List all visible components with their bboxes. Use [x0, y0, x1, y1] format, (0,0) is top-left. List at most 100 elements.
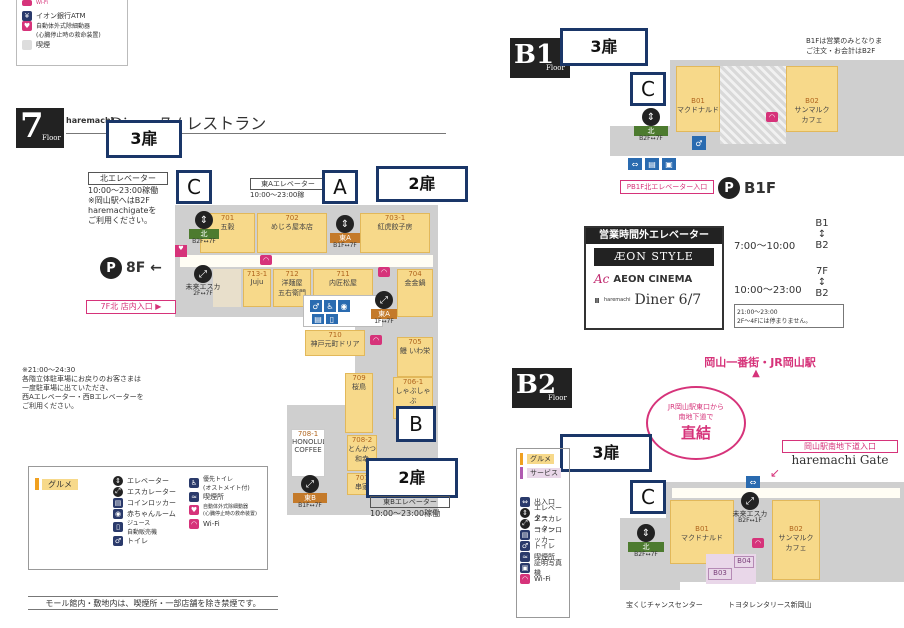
aed-icon: ♥	[22, 21, 32, 31]
service-swatch	[520, 467, 523, 479]
elevator-icon: ⇕	[113, 475, 123, 486]
wifi-icon: ◠	[520, 573, 530, 584]
top-legend: Wi-Fi ¥ イオン銀行ATM ♥ 自動体外式除細動器 (心臓停止時の救命装置…	[22, 0, 122, 62]
vending-icon: ▯	[326, 314, 338, 324]
vending-icon: ▯	[113, 522, 123, 532]
parking-icon: P	[100, 257, 122, 279]
legend-col1: ⇕エレベーター ⤢エスカレーター ▤コインロッカー ◉赤ちゃんルーム ▯ジュース…	[113, 475, 185, 546]
wifi-icon: ◠	[378, 267, 390, 277]
stair-area	[213, 269, 241, 307]
entrance-icon: ⇔	[520, 496, 530, 507]
night-note: ※21:00～24:30 各階立体駐車場にお戻りのお客さまは 一度駐車場に出てい…	[22, 366, 144, 411]
coin-locker-icon: ▤	[312, 314, 324, 324]
b1f-top-note: B1Fは営業のみとなりま ご注文・お会計はB2F	[806, 37, 883, 55]
service-block: ♂ ♿ ◉ ▤ ▯	[303, 295, 383, 327]
b2f-bottom-label-2: トヨタレンタリース新岡山	[728, 601, 812, 609]
legend-7f: グルメ ⇕エレベーター ⤢エスカレーター ▤コインロッカー ◉赤ちゃんルーム ▯…	[28, 466, 268, 570]
b2f-entrance-info: 岡山駅南地下道入口 haremachi Gate	[782, 440, 898, 476]
shop-704: 704 金金鍋	[397, 269, 433, 317]
wifi-icon: ◠	[752, 538, 764, 548]
b1f-entrance-label: PB1F北エレベーター入口	[620, 180, 714, 194]
east-a-elevator-marker: ⇕ 東A B1F↔7F	[330, 215, 360, 257]
legend-b2f: グルメ サービス ⇔出入口 ⇕エレベーター ⤢エスカレーター ▤コインロッカー …	[516, 448, 570, 618]
legend-coin-locker: ▤コインロッカー	[113, 497, 176, 508]
toilet-icon: ♂	[113, 535, 123, 546]
floor-b2-badge: B2 Floor	[512, 368, 572, 408]
entrance-icon: ⇔	[746, 476, 760, 488]
wifi-icon: ◠	[189, 518, 199, 529]
legend-b2f-gourmet: グルメ	[520, 452, 566, 466]
legend-baby-room: ◉赤ちゃんルーム	[113, 508, 176, 519]
baby-room-icon: ◉	[338, 300, 350, 312]
wifi-icon: ◠	[370, 335, 382, 345]
coin-locker-icon: ▤	[645, 158, 659, 170]
shop-708-1: 708-1 HONOLULU COFFEE	[291, 429, 325, 477]
cutlery-icon: ⏸	[594, 292, 601, 307]
legend-b2f-entrance: ⇔出入口	[520, 496, 566, 507]
legend-b2f-wifi: ◠Wi-Fi	[520, 573, 551, 584]
escalator-icon: ⤢	[301, 475, 319, 493]
photo-booth-icon: ▣	[520, 562, 530, 573]
legend-b2f-toilet: ♂トイレ	[520, 540, 555, 551]
gourmet-swatch	[520, 453, 523, 465]
b1f-closed-area	[720, 66, 786, 144]
escalator-icon: ⤢	[520, 518, 530, 529]
legend-atm-row: ¥ イオン銀行ATM	[22, 10, 122, 21]
legend-aed-row: ♥ 自動体外式除細動器 (心臓停止時の救命装置)	[22, 21, 101, 39]
callout-c-7f: 3扉	[106, 120, 182, 158]
info-hours-row2: 10:00～23:00	[734, 284, 802, 296]
updown-arrow-icon: ↕	[817, 277, 827, 288]
shop-709: 709 桜鳥	[345, 373, 373, 433]
toilet-icon: ♂	[310, 300, 322, 312]
corridor-main	[180, 255, 433, 267]
toilet-icon: ♂	[520, 540, 530, 551]
legend-col2: ♿優先トイレ (オストメイト付) ≈喫煙所 ♥自動体外式除細動器 (心臓停止時の…	[189, 475, 267, 529]
info-floors-row2: 7F ↕ B2	[810, 266, 834, 310]
legend-elevator: ⇕エレベーター	[113, 475, 185, 486]
diner-row: ⏸ haremachi Diner 6/7	[594, 292, 702, 308]
b1f-shop-b02: B02 サンマルク カフェ	[786, 66, 838, 132]
legend-b2f-smoking: ≈喫煙所	[520, 551, 566, 562]
parking-8f: P 8F ←	[100, 256, 180, 280]
legend-gourmet: グルメ	[35, 477, 93, 491]
aeon-cinema-row: Ac AEON CINEMA	[594, 272, 693, 286]
legend-b2f-elevator: ⇕エレベーター	[520, 504, 566, 522]
legend-wifi: ◠Wi-Fi	[189, 518, 220, 529]
legend-toilet: ♂トイレ	[113, 535, 148, 546]
b2f-shop-b02: B02 サンマルク カフェ	[772, 500, 820, 580]
east-b-elevator-info: 東Bエレベーター 10:00～23:00稼働	[370, 496, 450, 520]
callout-c-b1f: 3扉	[560, 28, 648, 66]
entrance-7f-north: 7F北 店内入口 ▶	[86, 300, 176, 314]
legend-b2f-escalator: ⤢エスカレーター	[520, 515, 566, 533]
b2f-plan: B01 マクドナルド B02 サンマルク カフェ B04 B03 ⤢ 未来エスカ…	[610, 470, 904, 610]
elevator-icon: ⇕	[520, 507, 530, 518]
parking-b1f: P B1F	[718, 176, 788, 200]
baby-room-icon: ◉	[113, 508, 123, 519]
mirai-escalator-marker: ⤢ 未来エスカ 2F↔7F	[183, 265, 223, 305]
legend-smoking-row: 喫煙	[22, 39, 122, 50]
legend-aed: ♥自動体外式除細動器 (心臓停止時の救命装置)	[189, 504, 257, 517]
escalator-icon: ⤢	[113, 486, 123, 497]
wifi-icon	[22, 0, 32, 6]
legend-wifi-row: Wi-Fi	[22, 0, 122, 6]
elevator-icon: ⇕	[336, 215, 354, 233]
coin-locker-icon: ▤	[113, 497, 123, 508]
elevator-icon: ⇕	[642, 108, 660, 126]
station-arrow-up: ▲	[752, 368, 760, 379]
shop-713-1: 713-1 Juju	[243, 269, 271, 307]
b1f-plan: B01 マクドナルド B02 サンマルク カフェ ◠ ♂ ⇕ 北 B2F↔7F	[600, 56, 904, 156]
toilet-icon: ♂	[692, 136, 706, 150]
info-footnote: 21:00～23:00 2F～4Fには停まりません。	[734, 304, 844, 328]
top-legend-border	[16, 0, 128, 66]
accessible-toilet-icon: ♿	[324, 300, 336, 312]
b2f-entrance-arrow: ↙	[770, 466, 781, 480]
smoking-icon: ≈	[520, 551, 530, 562]
legend-b2f-photo: ▣証明写真機	[520, 558, 562, 577]
legend-b2f-coin-locker: ▤コインロッカー	[520, 525, 562, 544]
wifi-icon: ◠	[766, 112, 778, 122]
info-floors-row1: B1 ↕ B2	[810, 218, 834, 262]
b1f-shop-b01: B01 マクドナルド	[676, 66, 720, 132]
escalator-icon: ⤢	[741, 492, 759, 510]
legend-b2f-service: サービス	[520, 466, 566, 480]
b2f-shop-b04: B04	[734, 556, 754, 568]
